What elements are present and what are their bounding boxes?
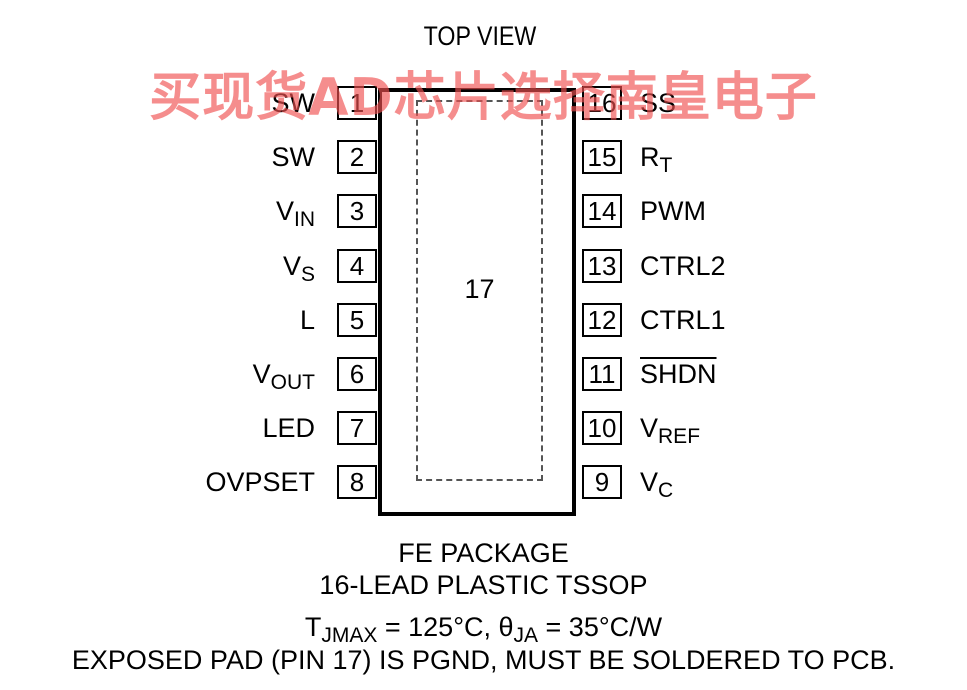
pin-label-12: CTRL1 [640,303,726,337]
pin-box-10: 10 [582,411,622,445]
pin-name: L [299,305,315,335]
pin-box-15: 15 [582,140,622,174]
diagram-title: TOP VIEW [423,21,537,51]
pin-name: SW [271,88,316,118]
pin-label-8: OVPSET [205,465,315,499]
pin-label-6: VOUT [252,357,315,394]
pin-box-9: 9 [582,465,622,499]
pin-box-14: 14 [582,194,622,228]
thermal-t: T [304,612,322,642]
pin-label-15: RT [640,140,673,177]
pin-name: V [252,359,271,389]
pin-name: R [640,142,660,172]
pin-box-4: 4 [337,249,377,283]
pin-name: CTRL1 [640,305,726,335]
pin-label-13: CTRL2 [640,249,726,283]
pin-box-5: 5 [337,303,377,337]
pin-label-1: SW [272,86,316,120]
pin-name: V [640,413,659,443]
exposed-pad [416,100,543,481]
pin-box-11: 11 [582,357,622,391]
pin-box-3: 3 [337,194,377,228]
pin-name: V [282,251,301,281]
thermal-theta-sub: JA [513,624,539,647]
pin-name: V [640,467,659,497]
pin-label-5: L [300,303,315,337]
pin-name: CTRL2 [640,251,726,281]
ic-package-outline [378,88,576,516]
pin-label-9: VC [640,465,674,502]
pin-box-1: 1 [337,86,377,120]
pin-box-12: 12 [582,303,622,337]
pin-name: OVPSET [205,467,315,497]
pin-name: SHDN [640,359,717,389]
pin-name: LED [262,413,315,443]
pin-box-6: 6 [337,357,377,391]
pin-name-subscript: IN [294,208,315,231]
pin-name: PWM [640,196,706,226]
package-name: FE PACKAGE [398,538,569,568]
pin-label-2: SW [272,140,316,174]
pin-label-14: PWM [640,194,706,228]
pin-name: V [275,196,294,226]
pin-name-subscript: S [300,263,315,286]
thermal-mid: = 125°C, θ [377,612,514,642]
pin-name: SW [271,142,316,172]
pin-box-8: 8 [337,465,377,499]
package-type: 16-LEAD PLASTIC TSSOP [319,570,648,600]
pin-box-2: 2 [337,140,377,174]
thermal-spec: TJMAX = 125°C, θJA = 35°C/W [0,612,967,647]
pin-name-subscript: T [659,154,673,177]
pin-name: SS [640,88,677,118]
pin-name-subscript: C [658,479,674,502]
watermark: 买现货AD芯片选择南皇电子 [149,68,818,128]
pin-label-11: SHDN [640,357,717,391]
pin-label-7: LED [262,411,315,445]
pin-name-subscript: REF [658,425,701,448]
thermal-end: = 35°C/W [538,612,663,642]
pin-box-16: 16 [582,86,622,120]
pin-box-13: 13 [582,249,622,283]
pin-label-3: VIN [275,194,315,231]
pin-box-7: 7 [337,411,377,445]
thermal-t-sub: JMAX [321,624,378,647]
pin-label-16: SS [640,86,676,120]
pin-name-subscript: OUT [270,371,315,394]
exposed-pad-number: 17 [464,274,495,304]
pin-label-10: VREF [640,411,701,448]
pin-label-4: VS [282,249,315,286]
exposed-pad-note: EXPOSED PAD (PIN 17) IS PGND, MUST BE SO… [71,645,896,675]
